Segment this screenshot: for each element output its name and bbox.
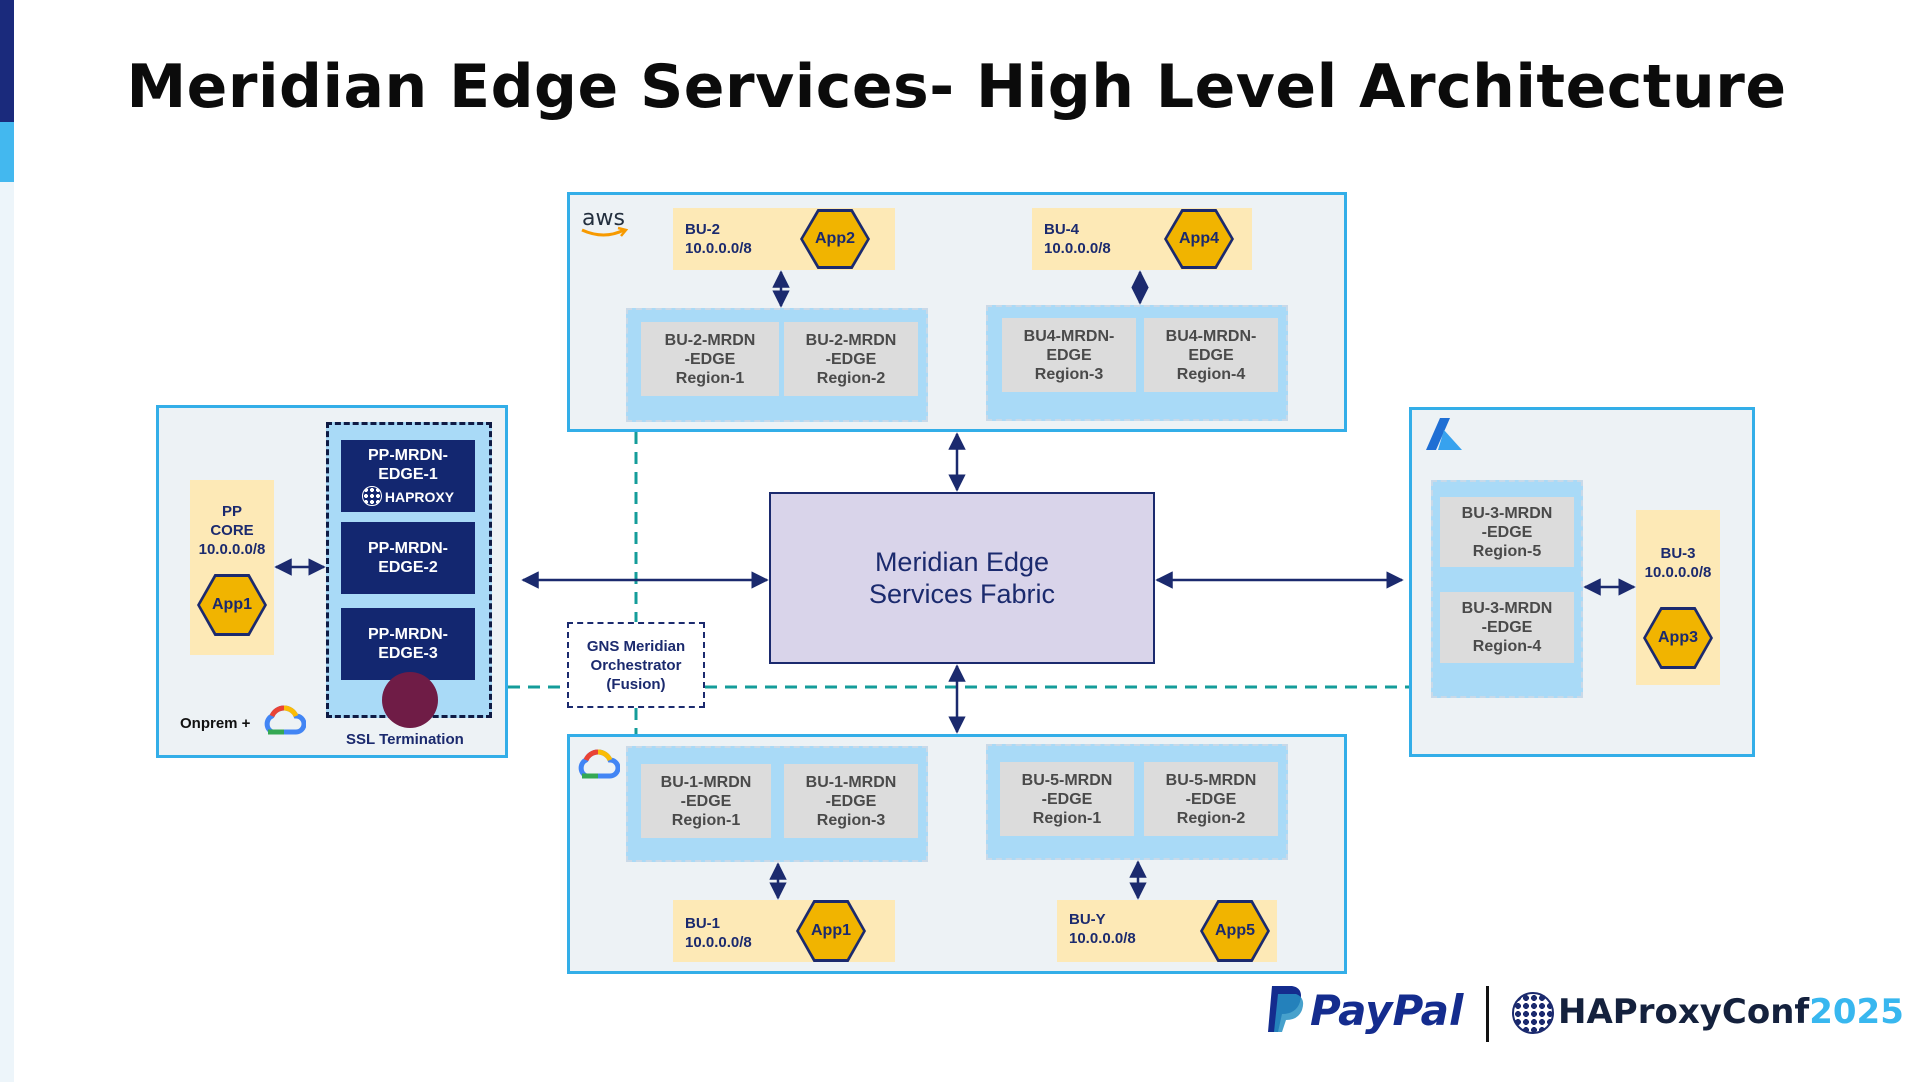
google-cloud-icon — [578, 749, 620, 779]
aws-smile-icon — [581, 226, 629, 237]
pp-edge-2: PP-MRDN-EDGE-2 — [341, 522, 475, 594]
google-cloud-icon — [264, 705, 306, 735]
haproxyconf-wordmark: HAProxyConf2025 — [1558, 992, 1904, 1032]
bu4-name: BU-4 — [1044, 221, 1080, 238]
haproxy-logo-icon — [1512, 992, 1554, 1034]
aws-logo-icon: aws — [582, 206, 625, 231]
ssl-termination-dot — [382, 672, 438, 728]
azure-logo-icon — [1426, 418, 1462, 450]
pp-edge-1: PP-MRDN-EDGE-1 HAPROXY — [341, 440, 475, 512]
app1-gcp-hex: App1 — [799, 903, 863, 959]
page-title: Meridian Edge Services- High Level Archi… — [126, 52, 1787, 122]
app2-hex: App2 — [803, 212, 867, 266]
accent-strip-dark — [0, 0, 14, 122]
accent-strip-pale — [0, 182, 14, 1082]
paypal-wordmark: PayPal — [1310, 986, 1464, 1035]
onprem-label: Onprem + — [180, 715, 251, 732]
ssl-termination-label: SSL Termination — [346, 731, 464, 748]
bu2-box: BU-2 10.0.0.0/8 — [673, 208, 895, 270]
app1-gcp-hex-outline: App1 — [796, 900, 866, 962]
bu2-name: BU-2 — [685, 221, 721, 238]
app5-hex-outline: App5 — [1200, 900, 1270, 962]
accent-strip-light — [0, 122, 14, 182]
bu4-cidr: 10.0.0.0/8 — [1044, 240, 1111, 257]
bu2-cidr: 10.0.0.0/8 — [685, 240, 752, 257]
app2-hex-outline: App2 — [800, 209, 870, 269]
pp-edge-3: PP-MRDN-EDGE-3 — [341, 608, 475, 680]
haproxy-badge-icon — [361, 486, 382, 506]
orchestration-dashed-lines — [508, 432, 1409, 734]
paypal-logo-icon — [1268, 986, 1304, 1032]
footer-divider — [1486, 986, 1489, 1042]
connection-arrows — [274, 270, 1636, 900]
